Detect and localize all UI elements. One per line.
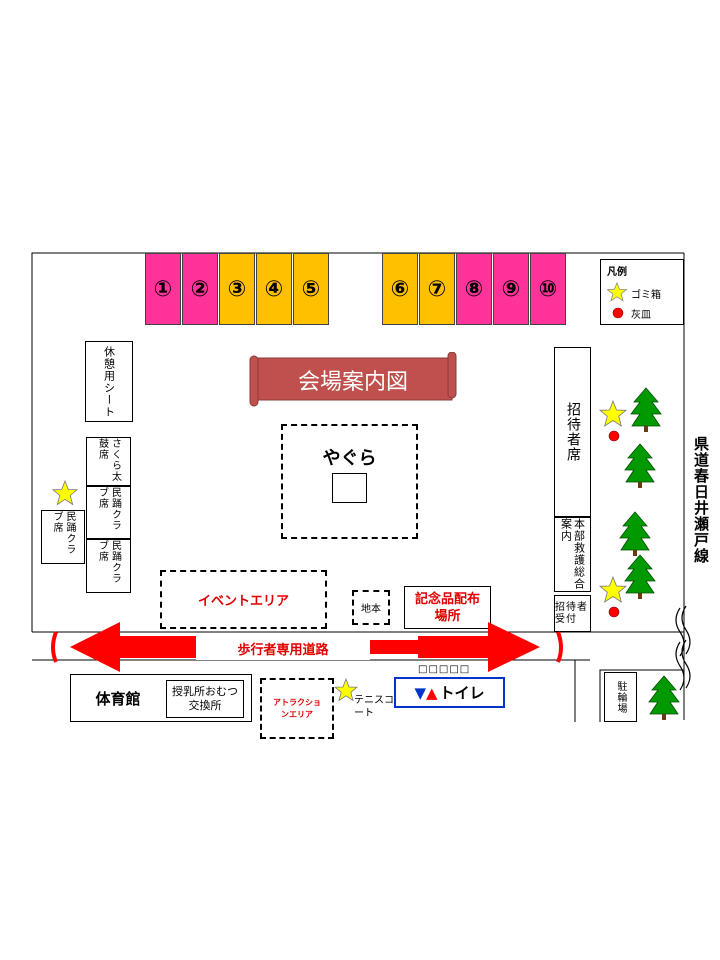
jimoto-area: 地本 [352,590,390,625]
page-title: 会場案内図 [297,370,408,395]
star-icon [598,576,628,603]
toilet-down-mark: ▼ [414,683,426,702]
star-icon [52,480,78,506]
guest-reception: 招待者受付 [554,595,591,632]
souvenir-area: 記念品配布場所 [404,586,491,629]
bicycle-parking: 駐輪場 [604,672,637,722]
event-area: イベントエリア [160,570,327,629]
toilet: ▼▲トイレ [394,677,505,708]
toilet-label: トイレ [439,684,485,702]
tree-icon [624,554,656,600]
booth-3: ③ [219,253,255,325]
star-icon [334,678,358,702]
tree-icon [630,387,662,433]
headquarters-first-aid: 本部救護総合案内 [554,517,591,592]
road-label: 県道春日井瀬戸線 [692,436,710,564]
star-icon [598,400,628,427]
booth-2: ② [182,253,218,325]
red-dot-icon [612,307,624,319]
title-scroll [249,352,457,407]
toilet-stalls: □□□□□ [418,664,471,675]
nursing-room: 授乳所おむつ交換所 [166,680,244,718]
booth-4: ④ [256,253,292,325]
booth-8: ⑧ [456,253,492,325]
tree-icon [619,511,651,557]
walkway-label: 歩行者専用道路 [196,636,370,660]
tennis-court: テニスコート [354,695,394,719]
legend-title: 凡例 [607,267,627,278]
rest-sheet-area: 休憩用シート [85,341,133,422]
booth-1: ① [145,253,181,325]
minyo-club-seat-2: 民踊クラブ席 [86,539,131,593]
trash-marker [598,400,628,442]
yagura-tower [332,473,367,503]
attraction-area: アトラクションエリア [260,678,334,739]
trash-marker [598,576,628,618]
booth-10: ⑩ [530,253,566,325]
minyo-club-seat-3: 民踊クラブ席 [41,510,85,564]
legend-ashtray: 灰皿 [631,310,651,321]
tree-icon [648,675,680,721]
red-dot-icon [608,430,620,442]
legend-trash: ゴミ箱 [631,290,661,301]
yagura-area [281,424,418,539]
minyo-club-seat-1: 民踊クラブ席 [86,486,131,539]
legend: 凡例 ゴミ箱 灰皿 [600,259,684,325]
toilet-up-mark: ▲ [425,683,438,702]
guest-seats: 招待者席 [554,347,591,517]
red-dot-icon [608,606,620,618]
gymnasium-label: 体育館 [95,689,141,708]
booth-5: ⑤ [293,253,329,325]
star-icon [607,282,627,302]
sakura-taiko-seat: さくら太鼓席 [86,437,131,486]
tree-icon [624,443,656,489]
yagura-label: やぐら [322,448,377,469]
booth-7: ⑦ [419,253,455,325]
booth-6: ⑥ [382,253,418,325]
booth-9: ⑨ [493,253,529,325]
